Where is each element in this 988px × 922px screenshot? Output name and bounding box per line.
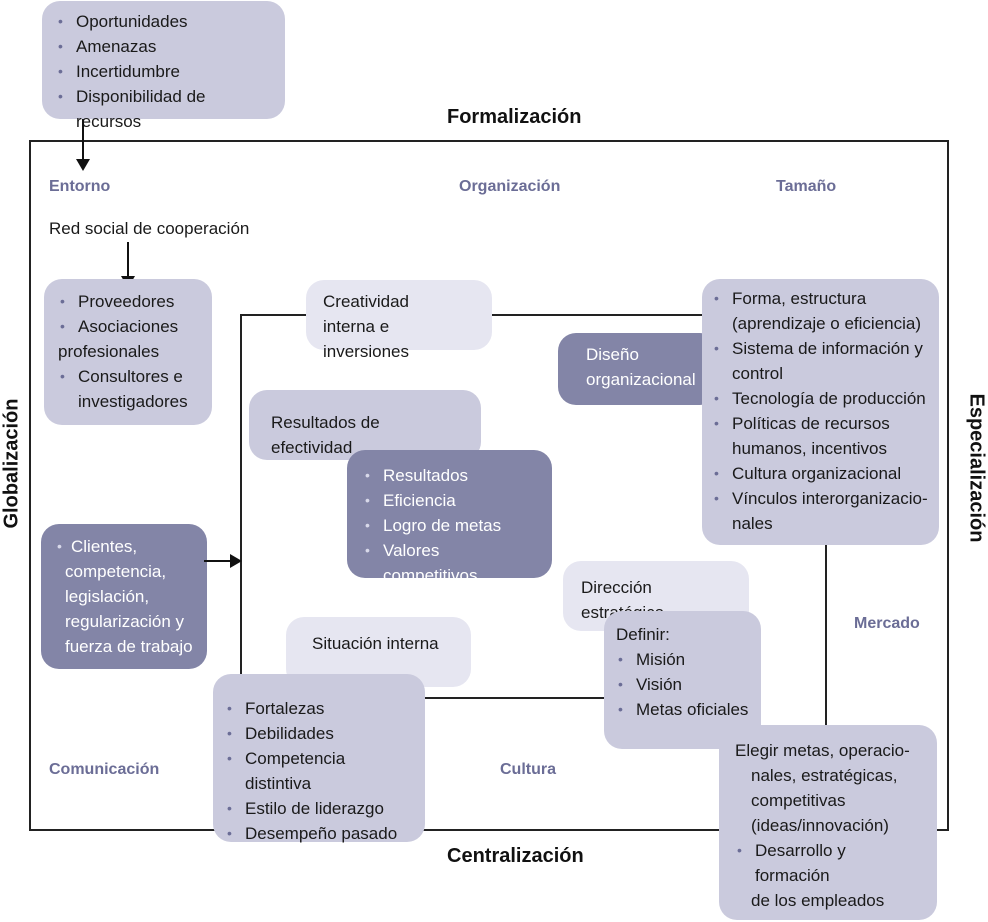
list-item-continuation: investigadores: [78, 392, 188, 411]
list-item: Cultura organizacional: [712, 461, 929, 486]
diseno-line1: Diseño: [586, 345, 639, 364]
creatividad-line1: Creatividad: [323, 292, 409, 311]
list-item: Debilidades: [225, 721, 413, 746]
label-tamano: Tamaño: [776, 178, 837, 195]
tamano-box: Forma, estructura (aprendizaje o eficien…: [702, 279, 939, 545]
list-item-continuation: competencia,: [65, 562, 167, 581]
creatividad-line2: interna e inversiones: [323, 317, 409, 361]
resultados-efectividad-label: Resultados de efectividad: [271, 413, 380, 457]
elegir-box: Elegir metas, operacio- nales, estratégi…: [719, 725, 937, 920]
list-item: Visión: [616, 672, 749, 697]
list-item: Misión: [616, 647, 749, 672]
list-item: Valores competitivos: [363, 538, 536, 588]
label-cultura: Cultura: [500, 761, 556, 778]
list-item: Desempeño pasado: [225, 821, 413, 846]
inner-frame-bottom: [420, 697, 610, 699]
list-item-continuation: (aprendizaje o eficiencia): [732, 314, 921, 333]
arrow-right-clients: [204, 554, 242, 568]
list-item: Tecnología de producción: [712, 386, 929, 411]
list-item-continuation: profesionales: [58, 342, 160, 361]
list-item: Asociaciones: [58, 314, 198, 339]
elegir-line: Elegir metas, operacio-: [735, 741, 910, 760]
diseno-line2: organizacional: [586, 370, 696, 389]
list-item: Oportunidades: [56, 9, 271, 34]
list-item: Consultores e: [58, 364, 198, 389]
label-organizacion: Organización: [459, 178, 561, 195]
axis-bottom-label: Centralización: [447, 845, 584, 867]
external-factors-box: Oportunidades Amenazas Incertidumbre Dis…: [42, 1, 285, 131]
list-item: Disponibilidad de recursos: [56, 84, 271, 134]
list-item-continuation: nales: [732, 514, 773, 533]
list-item: Resultados: [363, 463, 536, 488]
elegir-line: competitivas: [751, 791, 846, 810]
list-item: Eficiencia: [363, 488, 536, 513]
diseno-box: Diseño organizacional: [558, 333, 718, 405]
interna-list-box: Fortalezas Debilidades Competencia disti…: [213, 674, 425, 846]
list-item-continuation: de los empleados: [751, 891, 885, 910]
list-item: Proveedores: [58, 289, 198, 314]
list-item: Incertidumbre: [56, 59, 271, 84]
list-item: Logro de metas: [363, 513, 536, 538]
list-item: Forma, estructura: [712, 286, 929, 311]
label-entorno: Entorno: [49, 178, 111, 195]
clients-box: Clientes, competencia, legislación, regu…: [41, 524, 207, 669]
list-item: Sistema de información y: [712, 336, 929, 361]
list-item: Amenazas: [56, 34, 271, 59]
label-mercado: Mercado: [854, 615, 920, 632]
axis-right-label: Especialización: [965, 393, 988, 543]
label-comunicacion: Comunicación: [49, 761, 160, 778]
arrow-down-entorno: [76, 119, 90, 171]
list-item: Fortalezas: [225, 696, 413, 721]
axis-left-label: Globalización: [0, 398, 23, 529]
network-box: Proveedores Asociaciones profesionales C…: [44, 279, 212, 425]
inner-frame-right: [825, 540, 827, 730]
list-item-continuation: humanos, incentivos: [732, 439, 887, 458]
list-item-continuation: regularización y: [65, 612, 185, 631]
list-item: Vínculos interorganizacio-: [712, 486, 929, 511]
list-item: Políticas de recursos: [712, 411, 929, 436]
resultados-list-box: Resultados Eficiencia Logro de metas Val…: [347, 450, 552, 585]
list-item-continuation: control: [732, 364, 784, 383]
list-item: Desarrollo y formación: [735, 838, 921, 888]
definir-box: Definir: Misión Visión Metas oficiales: [604, 611, 761, 749]
list-item: Competencia distintiva: [225, 746, 413, 796]
definir-title: Definir:: [616, 625, 670, 644]
list-item: Estilo de liderazgo: [225, 796, 413, 821]
axis-top-label: Formalización: [447, 106, 582, 128]
elegir-line: nales, estratégicas,: [751, 766, 898, 785]
resultados-efectividad-box: Resultados de efectividad: [249, 390, 481, 460]
list-item-continuation: legislación,: [65, 587, 150, 606]
list-item-continuation: fuerza de trabajo: [65, 637, 193, 656]
list-item: Clientes,: [55, 534, 195, 559]
outer-frame: [29, 140, 949, 831]
creatividad-box: Creatividad interna e inversiones: [306, 280, 492, 361]
inner-frame-left: [240, 314, 242, 684]
red-social-label: Red social de cooperación: [49, 219, 250, 238]
list-item: Metas oficiales: [616, 697, 749, 722]
elegir-line: (ideas/innovación): [751, 816, 889, 835]
situacion-label: Situación interna: [312, 634, 439, 653]
